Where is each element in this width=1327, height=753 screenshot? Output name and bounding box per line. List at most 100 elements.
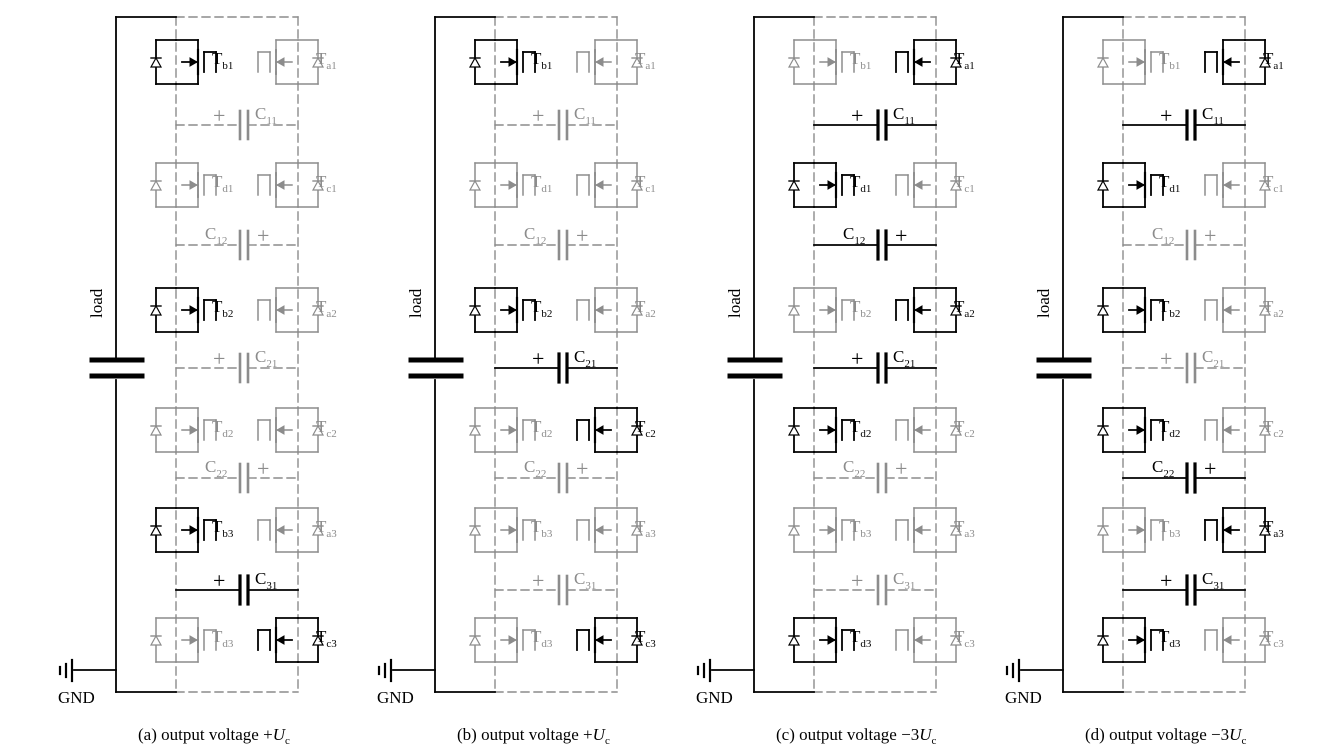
body-arrow	[1222, 525, 1232, 535]
capacitor-label: C12	[1152, 224, 1174, 247]
diode-triangle	[630, 524, 644, 536]
capacitor-label: C11	[255, 104, 277, 127]
switch-left-b3: Tb3	[1096, 507, 1181, 553]
capacitor-12: +C12	[1152, 223, 1216, 261]
diode-triangle	[468, 424, 482, 436]
body-arrow	[827, 425, 837, 435]
switch-right-a1: Ta1	[1204, 39, 1284, 85]
diode-triangle	[311, 179, 325, 191]
diode-triangle	[149, 424, 163, 436]
diode-triangle	[787, 424, 801, 436]
switch-right-a1: Ta1	[895, 39, 975, 85]
capacitor-12: +C12	[524, 223, 588, 261]
diode-triangle	[1258, 424, 1272, 436]
switch-left-b3: Tb3	[787, 507, 872, 553]
transistor-label: Tb2	[531, 297, 552, 320]
switch-right-a3: Ta3	[576, 507, 656, 553]
plus-sign: +	[532, 103, 544, 128]
body-arrow	[1222, 57, 1232, 67]
body-arrow	[594, 305, 604, 315]
transistor-label: Td1	[1159, 172, 1180, 195]
transistor-label: Tc2	[635, 417, 656, 440]
diode-triangle	[949, 56, 963, 68]
capacitor-label: C22	[524, 457, 546, 480]
transistor-label: Td1	[850, 172, 871, 195]
switch-right-c3: Tc3	[1204, 617, 1284, 663]
transistor-label: Ta1	[954, 49, 975, 72]
capacitor-label: C21	[893, 347, 915, 370]
transistor-label: Tb3	[531, 517, 553, 540]
transistor-label: Tc1	[635, 172, 656, 195]
transistor-label: Td3	[1159, 627, 1181, 650]
plus-sign: +	[532, 568, 544, 593]
diode-triangle	[149, 304, 163, 316]
transistor-label: Tb1	[1159, 49, 1180, 72]
panel-d: loadGNDTb1Td1Tb2Td2Tb3Td3Ta1Tc1Ta2Tc2Ta3…	[1005, 16, 1284, 747]
switch-left-b2: Tb2	[468, 287, 552, 333]
transistor-label: Td2	[531, 417, 552, 440]
body-arrow	[1136, 57, 1146, 67]
capacitor-31: + C31	[532, 568, 596, 606]
capacitor-label: C31	[574, 569, 596, 592]
diode-triangle	[1258, 56, 1272, 68]
panel-caption: (c) output voltage −3Uc	[776, 725, 936, 747]
transistor-label: Tc3	[316, 627, 337, 650]
diode-triangle	[787, 56, 801, 68]
diode-triangle	[1258, 634, 1272, 646]
switch-right-c2: Tc2	[895, 407, 975, 453]
diode-triangle	[1096, 634, 1110, 646]
body-arrow	[594, 57, 604, 67]
diode-triangle	[468, 524, 482, 536]
body-arrow	[1136, 525, 1146, 535]
switch-right-a2: Ta2	[895, 287, 975, 333]
capacitor-21: +C21	[532, 346, 596, 384]
transistor-label: Ta3	[1263, 517, 1284, 540]
transistor-label: Tc3	[1263, 627, 1284, 650]
panel-a: loadGNDTb1Td1Tb2Td2Tb3Td3Ta1Tc1Ta2Tc2Ta3…	[58, 16, 337, 747]
diode-triangle	[630, 424, 644, 436]
body-arrow	[189, 180, 199, 190]
panel-caption: (b) output voltage +Uc	[457, 725, 610, 747]
transistor-label: Tb3	[212, 517, 234, 540]
body-arrow	[189, 635, 199, 645]
capacitor-label: C12	[205, 224, 227, 247]
body-arrow	[275, 305, 285, 315]
body-arrow	[508, 525, 518, 535]
panel-b: loadGNDTb1Td1Tb2Td2Tb3Td3Ta1Tc1Ta2Tc2Ta3…	[377, 16, 656, 747]
transistor-label: Td1	[531, 172, 552, 195]
body-arrow	[508, 305, 518, 315]
body-arrow	[1222, 305, 1232, 315]
plus-sign: +	[213, 346, 225, 371]
diode-triangle	[311, 424, 325, 436]
transistor-label: Ta2	[316, 297, 337, 320]
diode-triangle	[630, 304, 644, 316]
diode-triangle	[149, 524, 163, 536]
body-arrow	[189, 305, 199, 315]
diode-triangle	[949, 424, 963, 436]
capacitor-21: +C21	[213, 346, 277, 384]
transistor-label: Tb1	[212, 49, 233, 72]
body-arrow	[275, 425, 285, 435]
switch-right-c3: Tc3	[895, 617, 975, 663]
body-arrow	[827, 635, 837, 645]
switch-left-d1: Td1	[468, 162, 552, 208]
body-arrow	[827, 57, 837, 67]
diode-triangle	[630, 56, 644, 68]
transistor-label: Td1	[212, 172, 233, 195]
capacitor-22: +C22	[1152, 456, 1216, 494]
body-arrow	[275, 635, 285, 645]
capacitor-31: +C31	[1160, 568, 1224, 606]
transistor-label: Ta2	[954, 297, 975, 320]
plus-sign: +	[851, 346, 863, 371]
diode-triangle	[787, 524, 801, 536]
diode-triangle	[1096, 56, 1110, 68]
capacitor-label: C11	[1202, 104, 1224, 127]
diode-triangle	[311, 304, 325, 316]
transistor-label: Tc1	[316, 172, 337, 195]
switch-right-a2: Ta2	[1204, 287, 1284, 333]
switch-right-c1: Tc1	[895, 162, 975, 208]
switch-left-d2: Td2	[787, 407, 871, 453]
switch-left-d2: Td2	[149, 407, 233, 453]
switch-left-b2: Tb2	[149, 287, 233, 333]
